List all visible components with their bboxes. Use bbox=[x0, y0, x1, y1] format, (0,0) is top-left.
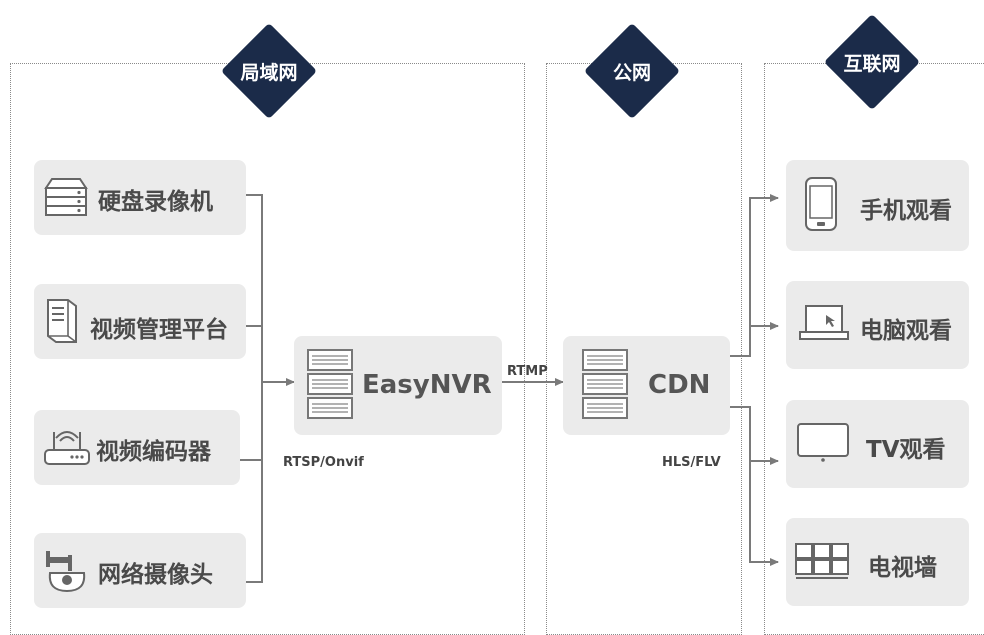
laptop-icon bbox=[799, 305, 849, 340]
zone-badge-lan: 局域网 bbox=[220, 22, 318, 120]
protocol-label-rtmp: RTMP bbox=[507, 364, 548, 379]
server-tower-icon bbox=[47, 299, 77, 343]
server-rack-icon bbox=[307, 349, 353, 419]
source-label-encoder: 视频编码器 bbox=[96, 439, 211, 465]
output-label-pc: 电脑观看 bbox=[860, 318, 952, 344]
output-label-tv: TV观看 bbox=[866, 437, 946, 463]
protocol-label-rtsp: RTSP/Onvif bbox=[283, 455, 364, 470]
server-rack-icon bbox=[582, 349, 628, 419]
mobile-phone-icon bbox=[805, 177, 837, 231]
cdn-label: CDN bbox=[648, 370, 711, 400]
output-node-mobile: 手机观看 bbox=[786, 160, 969, 251]
zone-label-internet: 互联网 bbox=[843, 52, 901, 75]
zone-badge-public: 公网 bbox=[583, 22, 681, 120]
hard-drive-icon bbox=[44, 178, 88, 216]
output-node-tv: TV观看 bbox=[786, 400, 969, 488]
source-label-camera: 网络摄像头 bbox=[98, 562, 213, 588]
encoder-router-icon bbox=[44, 431, 90, 465]
tv-icon bbox=[797, 423, 849, 462]
video-wall-icon bbox=[795, 543, 849, 579]
protocol-label-hls: HLS/FLV bbox=[662, 455, 721, 470]
output-node-pc: 电脑观看 bbox=[786, 281, 969, 369]
output-node-videowall: 电视墙 bbox=[786, 518, 969, 606]
cdn-node: CDN bbox=[563, 336, 730, 435]
source-node-camera: 网络摄像头 bbox=[34, 533, 246, 608]
output-label-mobile: 手机观看 bbox=[860, 198, 952, 224]
easynvr-label: EasyNVR bbox=[362, 370, 492, 400]
zone-badge-internet: 互联网 bbox=[823, 13, 921, 111]
easynvr-node: EasyNVR bbox=[294, 336, 502, 435]
zone-label-public: 公网 bbox=[612, 61, 651, 84]
source-label-dvr: 硬盘录像机 bbox=[98, 189, 213, 215]
zone-label-lan: 局域网 bbox=[240, 61, 298, 84]
source-label-vms: 视频管理平台 bbox=[90, 317, 228, 343]
source-node-vms: 视频管理平台 bbox=[34, 284, 246, 359]
output-label-videowall: 电视墙 bbox=[868, 555, 937, 581]
source-node-encoder: 视频编码器 bbox=[34, 410, 240, 485]
ip-camera-icon bbox=[46, 551, 86, 593]
source-node-dvr: 硬盘录像机 bbox=[34, 160, 246, 235]
